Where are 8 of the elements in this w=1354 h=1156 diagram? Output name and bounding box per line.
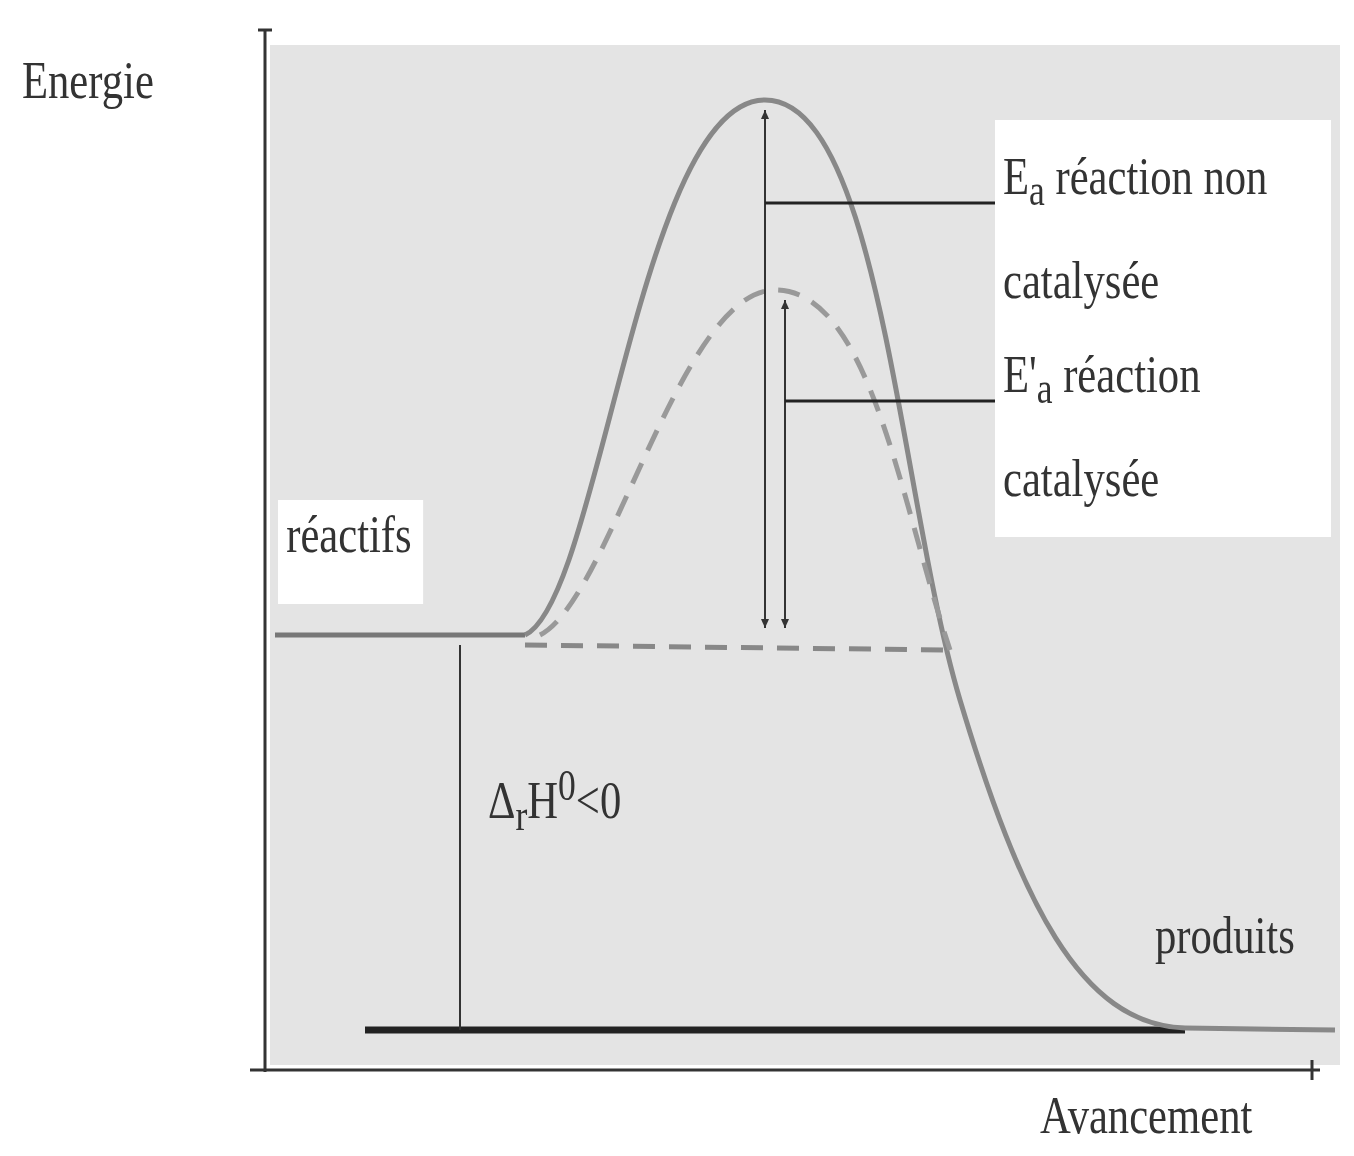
leader-line [785, 399, 995, 403]
level-label: réactifs [278, 500, 424, 605]
axis-title: Avancement [1040, 1086, 1253, 1146]
leader-line [765, 201, 995, 205]
enthalpy-label: Δ$_{r}$H$^{0}$<0 [488, 760, 622, 841]
axis-title: Energie [22, 51, 154, 111]
level-label: produits [1155, 906, 1295, 966]
annotation-text: E'$_{a}$ réaction catalysée [1003, 345, 1202, 509]
